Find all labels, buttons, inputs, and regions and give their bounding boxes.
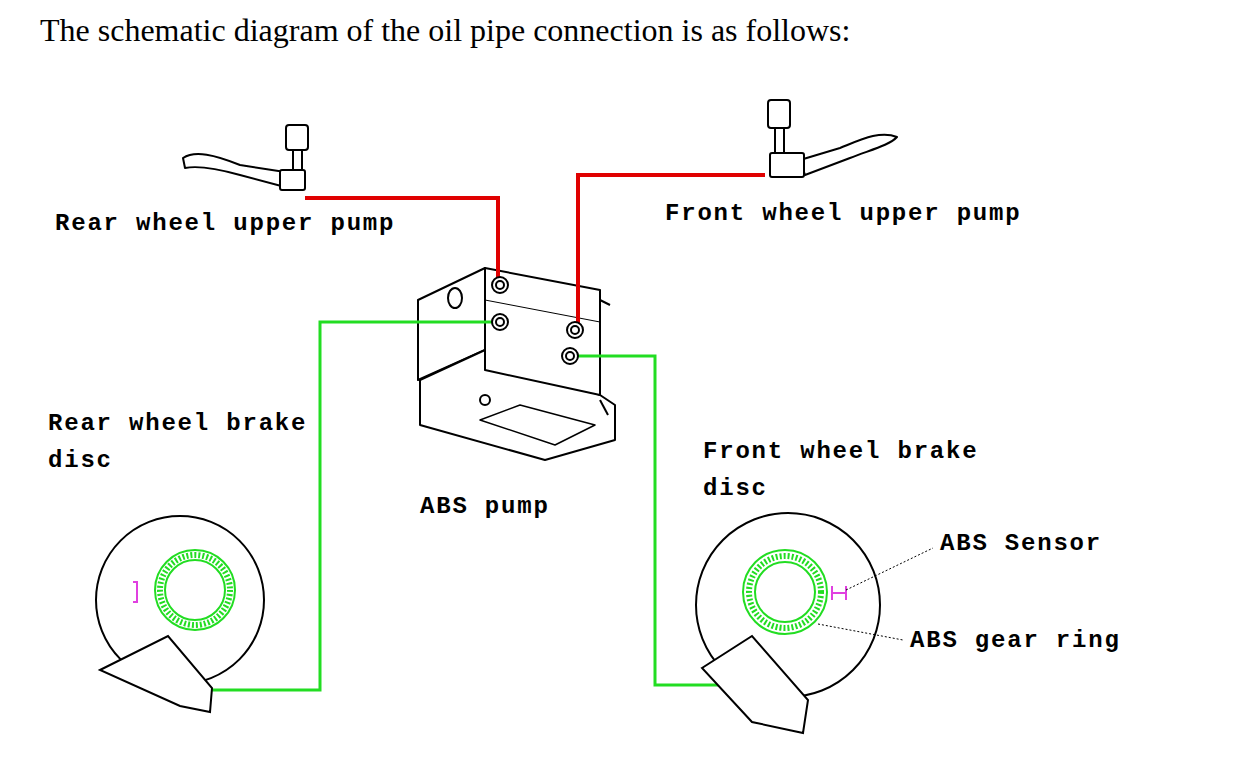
callout-label: ABS gear ring (910, 622, 1121, 659)
part-label: Front wheel upper pump (665, 195, 1021, 232)
part-label: Front wheel brake disc (703, 433, 995, 507)
component: Front wheel brake disc (695, 510, 885, 735)
callout-label: ABS Sensor (940, 525, 1102, 562)
component: Rear wheel brake disc (98, 512, 262, 712)
leader-lines (818, 548, 933, 640)
part-label: Rear wheel upper pump (55, 205, 395, 242)
component: ABS pump (415, 265, 615, 460)
rear-brake-disc (96, 516, 264, 712)
rear-brake-lever (183, 125, 308, 190)
oil-pipe (262, 322, 415, 690)
front-brake-lever (768, 100, 897, 177)
component: Rear wheel upper pump (180, 125, 305, 200)
oil-pipe (615, 356, 695, 685)
front-brake-disc (696, 513, 880, 733)
title: The schematic diagram of the oil pipe co… (40, 12, 850, 49)
abs-ports (492, 277, 583, 364)
part-label: Rear wheel brake disc (48, 405, 318, 479)
component: Front wheel upper pump (765, 100, 900, 180)
abs-pump-body (418, 268, 615, 460)
part-label: ABS pump (420, 488, 550, 525)
